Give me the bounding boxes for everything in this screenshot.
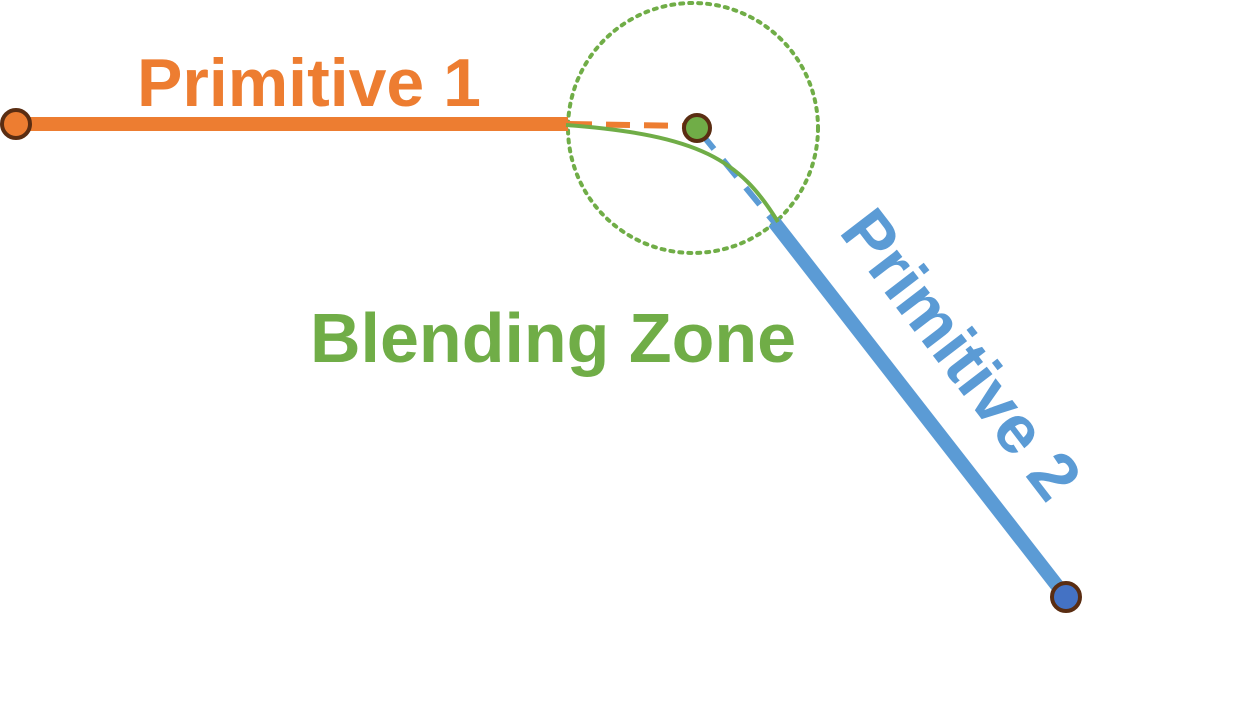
primitive-1-label: Primitive 1: [137, 45, 481, 121]
blending-zone-label: Blending Zone: [310, 299, 796, 377]
blending-curve: [565, 123, 780, 224]
transition-point: [682, 113, 712, 143]
primitive-1-start-point: [0, 108, 32, 140]
primitive-1-dashed-extension: [567, 121, 693, 129]
primitive-2-line: [768, 217, 1072, 602]
primitive-2-dashed-extension: [697, 130, 777, 224]
blending-zone-circle: [566, 1, 820, 255]
primitive-2-end-point: [1050, 581, 1082, 613]
